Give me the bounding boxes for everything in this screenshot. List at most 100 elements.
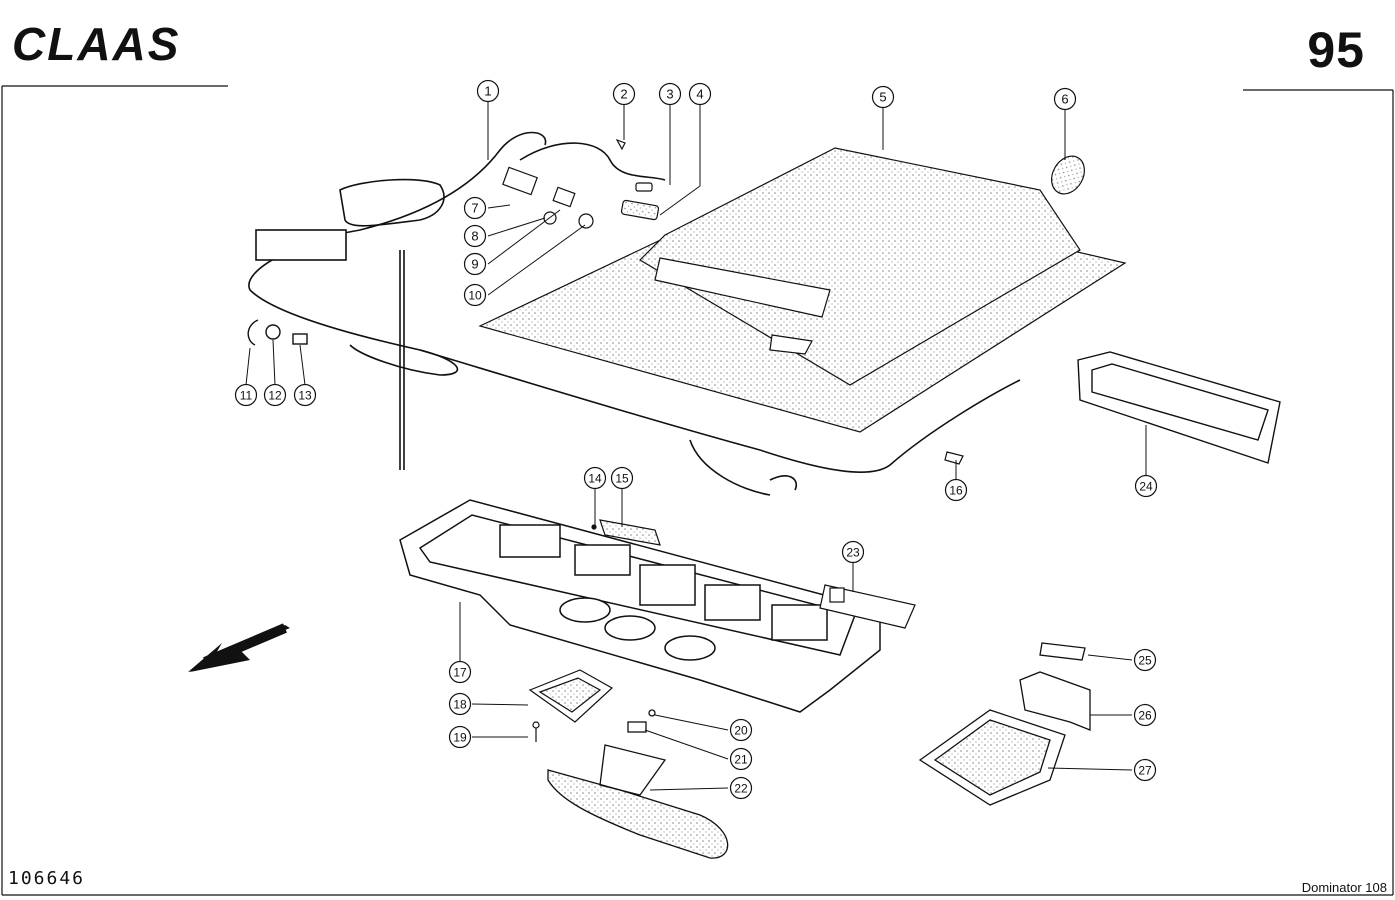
callout-circle — [1133, 648, 1157, 672]
direction-arrow — [188, 623, 290, 672]
page-number: 95 — [1307, 22, 1365, 78]
speaker-grille — [1051, 155, 1085, 195]
callout-number: 2 — [620, 87, 627, 102]
callout-circle — [463, 196, 487, 220]
callout-number: 1 — [484, 84, 491, 99]
callout-circle — [729, 718, 753, 742]
callout-circle — [263, 383, 287, 407]
callout-10: 10 — [463, 283, 487, 307]
callout-number: 20 — [734, 724, 748, 738]
leader-lines — [245, 101, 1147, 791]
claas-logo: CLAAS — [12, 20, 180, 68]
callout-circle — [476, 79, 500, 103]
callout-19: 19 — [448, 725, 472, 749]
callout-circle — [463, 224, 487, 248]
roof-liner — [478, 147, 1127, 433]
brand-logo-text: CLAAS — [12, 20, 180, 68]
callout-number: 7 — [471, 201, 478, 216]
callout-number: 26 — [1138, 709, 1152, 723]
callout-27: 27 — [1133, 758, 1157, 782]
callout-22: 22 — [729, 776, 753, 800]
callout-circle — [658, 82, 682, 106]
callout-2: 2 — [612, 82, 636, 106]
callout-number: 4 — [696, 87, 703, 102]
model-label: Dominator 108 — [1301, 880, 1387, 895]
callout-circle — [729, 747, 753, 771]
callout-8: 8 — [463, 224, 487, 248]
overhead-console-17 — [399, 499, 881, 713]
callout-number: 6 — [1061, 92, 1068, 107]
callout-circle — [612, 82, 636, 106]
callout-circle — [841, 540, 865, 564]
callout-5: 5 — [871, 85, 895, 109]
callout-4: 4 — [688, 82, 712, 106]
callout-9: 9 — [463, 252, 487, 276]
callout-23: 23 — [841, 540, 865, 564]
clip-16 — [944, 451, 964, 465]
callout-number: 9 — [471, 257, 478, 272]
callout-circle — [448, 725, 472, 749]
callout-circle — [448, 692, 472, 716]
callout-number: 17 — [453, 666, 467, 680]
callout-11: 11 — [234, 383, 258, 407]
callout-circle — [463, 283, 487, 307]
storage-tray-parts — [918, 642, 1091, 806]
callout-number: 25 — [1138, 654, 1152, 668]
callout-25: 25 — [1133, 648, 1157, 672]
callout-13: 13 — [293, 383, 317, 407]
callout-18: 18 — [448, 692, 472, 716]
callout-21: 21 — [729, 747, 753, 771]
callout-number: 15 — [615, 472, 629, 486]
callout-1: 1 — [476, 79, 500, 103]
callout-circle — [234, 383, 258, 407]
callout-circle — [1133, 758, 1157, 782]
console-frame-24 — [1077, 351, 1281, 464]
sun-visor-22 — [547, 709, 729, 859]
callout-number: 12 — [268, 389, 282, 403]
callout-number: 8 — [471, 229, 478, 244]
callout-circle — [463, 252, 487, 276]
callout-number: 13 — [298, 389, 312, 403]
callout-12: 12 — [263, 383, 287, 407]
callout-circle — [583, 466, 607, 490]
callout-number: 18 — [453, 698, 467, 712]
frame-lines — [1, 85, 1394, 896]
callout-circle — [688, 82, 712, 106]
switch-and-lamp-parts — [502, 138, 660, 229]
switch-panel-15 — [591, 519, 661, 546]
wiring-harness — [248, 131, 1021, 496]
callout-circle — [448, 660, 472, 684]
callout-number: 24 — [1139, 480, 1153, 494]
callout-number: 5 — [879, 90, 886, 105]
speaker-18 — [528, 669, 614, 742]
small-fasteners-left — [247, 319, 308, 346]
drawing-number: 106646 — [8, 868, 86, 889]
callout-circle — [729, 776, 753, 800]
callout-circle — [293, 383, 317, 407]
callout-circle — [1053, 87, 1077, 111]
callout-circle — [1133, 703, 1157, 727]
callout-26: 26 — [1133, 703, 1157, 727]
callout-number: 27 — [1138, 764, 1152, 778]
callout-number: 3 — [666, 87, 673, 102]
callout-number: 10 — [468, 289, 482, 303]
callout-3: 3 — [658, 82, 682, 106]
callout-7: 7 — [463, 196, 487, 220]
callout-number: 23 — [846, 546, 860, 560]
callout-number: 11 — [240, 389, 253, 403]
callout-17: 17 — [448, 660, 472, 684]
callout-6: 6 — [1053, 87, 1077, 111]
callout-20: 20 — [729, 718, 753, 742]
callout-16: 16 — [944, 478, 968, 502]
callout-number: 22 — [734, 782, 748, 796]
callout-number: 14 — [588, 472, 602, 486]
cover-23 — [819, 584, 916, 629]
callout-15: 15 — [610, 466, 634, 490]
callout-circle — [944, 478, 968, 502]
callout-number: 21 — [734, 753, 748, 767]
callout-14: 14 — [583, 466, 607, 490]
